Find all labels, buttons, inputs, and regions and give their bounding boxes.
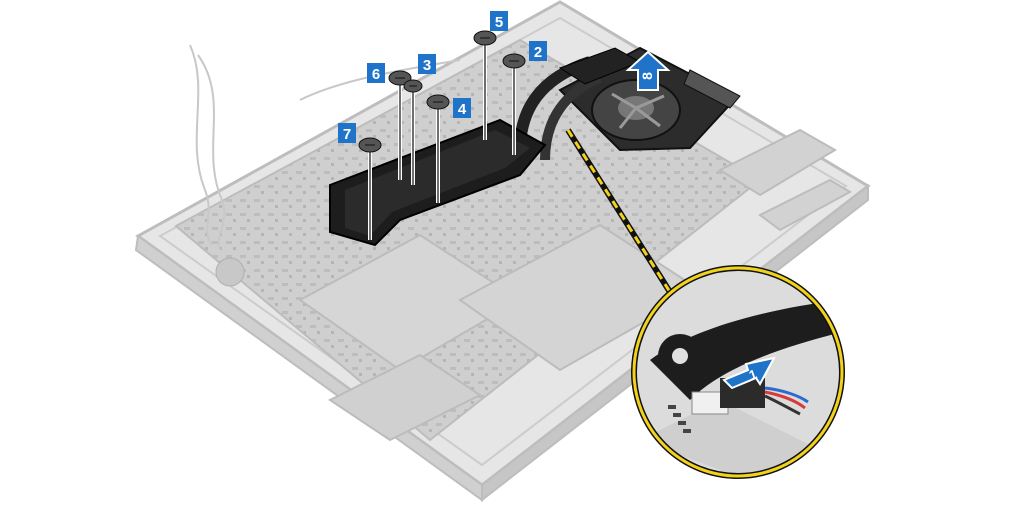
step-badge-4: 4: [453, 98, 471, 118]
screws: [358, 30, 526, 153]
step-badge-7: 7: [338, 123, 356, 143]
step-badge-2: 2: [529, 41, 547, 61]
screw-guide-lines-outline: [369, 40, 515, 240]
screw-icon: [388, 70, 412, 86]
step-badge-3: 3: [418, 54, 436, 74]
step-badge-5-label: 5: [495, 14, 503, 31]
step-badge-5: 5: [490, 11, 508, 31]
screw-icon: [358, 137, 382, 153]
screw-icon: [502, 53, 526, 69]
connector-zoom-callout: [631, 265, 845, 479]
step-badge-6: 6: [367, 63, 385, 83]
step-badge-2-label: 2: [534, 44, 542, 61]
screw-icon: [473, 30, 497, 46]
zoom-leader-line: [565, 128, 678, 302]
step-badge-4-label: 4: [458, 101, 467, 118]
step-badge-6-label: 6: [372, 66, 380, 83]
screw-icon: [403, 79, 423, 93]
connector-wires: [764, 386, 809, 416]
disconnect-arrow-label: 1: [747, 366, 759, 383]
disconnect-arrow-icon: 1: [722, 356, 776, 390]
lift-arrow-icon: 8: [625, 50, 671, 91]
screw-icon: [426, 94, 450, 110]
lift-arrow-label: 8: [639, 72, 655, 80]
step-badge-3-label: 3: [423, 57, 431, 74]
step-badge-7-label: 7: [343, 126, 351, 143]
